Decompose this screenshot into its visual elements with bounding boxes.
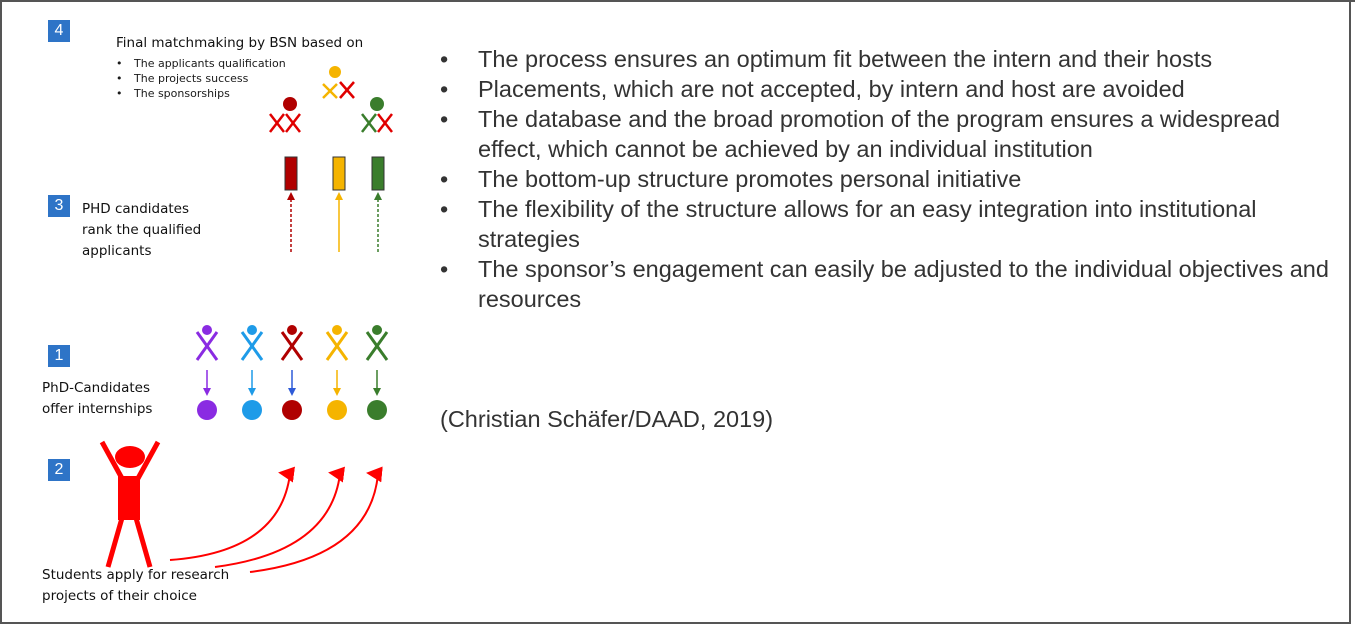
rank-bar-red xyxy=(284,156,298,252)
step-3-line2: rank the qualified xyxy=(82,222,202,238)
application-arrow-3 xyxy=(249,466,383,573)
application-arrow-2 xyxy=(214,466,345,568)
benefit-item: Placements, which are not accepted, by i… xyxy=(440,74,1330,104)
matched-figure-red-top xyxy=(339,81,355,99)
step-3-line1: PHD candidates xyxy=(82,201,190,217)
benefit-item: The database and the broad promotion of … xyxy=(440,104,1330,164)
candidate-figure-purple xyxy=(195,325,219,420)
benefit-item: The process ensures an optimum fit betwe… xyxy=(440,44,1330,74)
step-2-line2: projects of their choice xyxy=(42,588,197,604)
step-4-badge: 4 xyxy=(48,20,70,42)
benefit-item: The sponsor’s engagement can easily be a… xyxy=(440,254,1330,314)
step-3-line3: applicants xyxy=(82,243,152,259)
step-4-title: Final matchmaking by BSN based on xyxy=(116,35,364,51)
matched-head-orange xyxy=(329,66,341,78)
matched-figure-orange xyxy=(322,83,338,99)
benefit-item: The flexibility of the structure allows … xyxy=(440,194,1330,254)
candidate-figure-lightblue xyxy=(240,325,264,420)
step-2-line1: Students apply for research xyxy=(42,567,230,583)
application-arrow-1 xyxy=(169,466,295,561)
step-1-line1: PhD-Candidates xyxy=(42,380,151,396)
criteria-item: The applicants qualification xyxy=(116,56,286,71)
step-1-line2: offer internships xyxy=(42,401,153,417)
matched-pair-red xyxy=(269,97,301,133)
criteria-item: The sponsorships xyxy=(116,86,286,101)
step-4-criteria: The applicants qualification The project… xyxy=(116,56,286,101)
step-1-badge: 1 xyxy=(48,345,70,367)
top-border xyxy=(0,0,1355,2)
source-citation: (Christian Schäfer/DAAD, 2019) xyxy=(440,406,774,432)
candidate-figure-orange xyxy=(325,325,349,420)
process-diagram: 4 Final matchmaking by BSN based on The … xyxy=(40,12,410,606)
step-2-badge: 2 xyxy=(48,459,70,481)
rank-bar-orange xyxy=(332,156,346,252)
step-3-badge: 3 xyxy=(48,195,70,217)
candidate-figure-green xyxy=(365,325,389,420)
student-figure xyxy=(99,440,161,568)
benefits-list: The process ensures an optimum fit betwe… xyxy=(440,44,1330,314)
matched-pair-green xyxy=(361,97,393,133)
rank-bar-green xyxy=(371,156,385,252)
benefit-item: The bottom-up structure promotes persona… xyxy=(440,164,1330,194)
diagram-figures xyxy=(99,66,393,573)
candidate-figure-darkred xyxy=(280,325,304,420)
criteria-item: The projects success xyxy=(116,71,286,86)
